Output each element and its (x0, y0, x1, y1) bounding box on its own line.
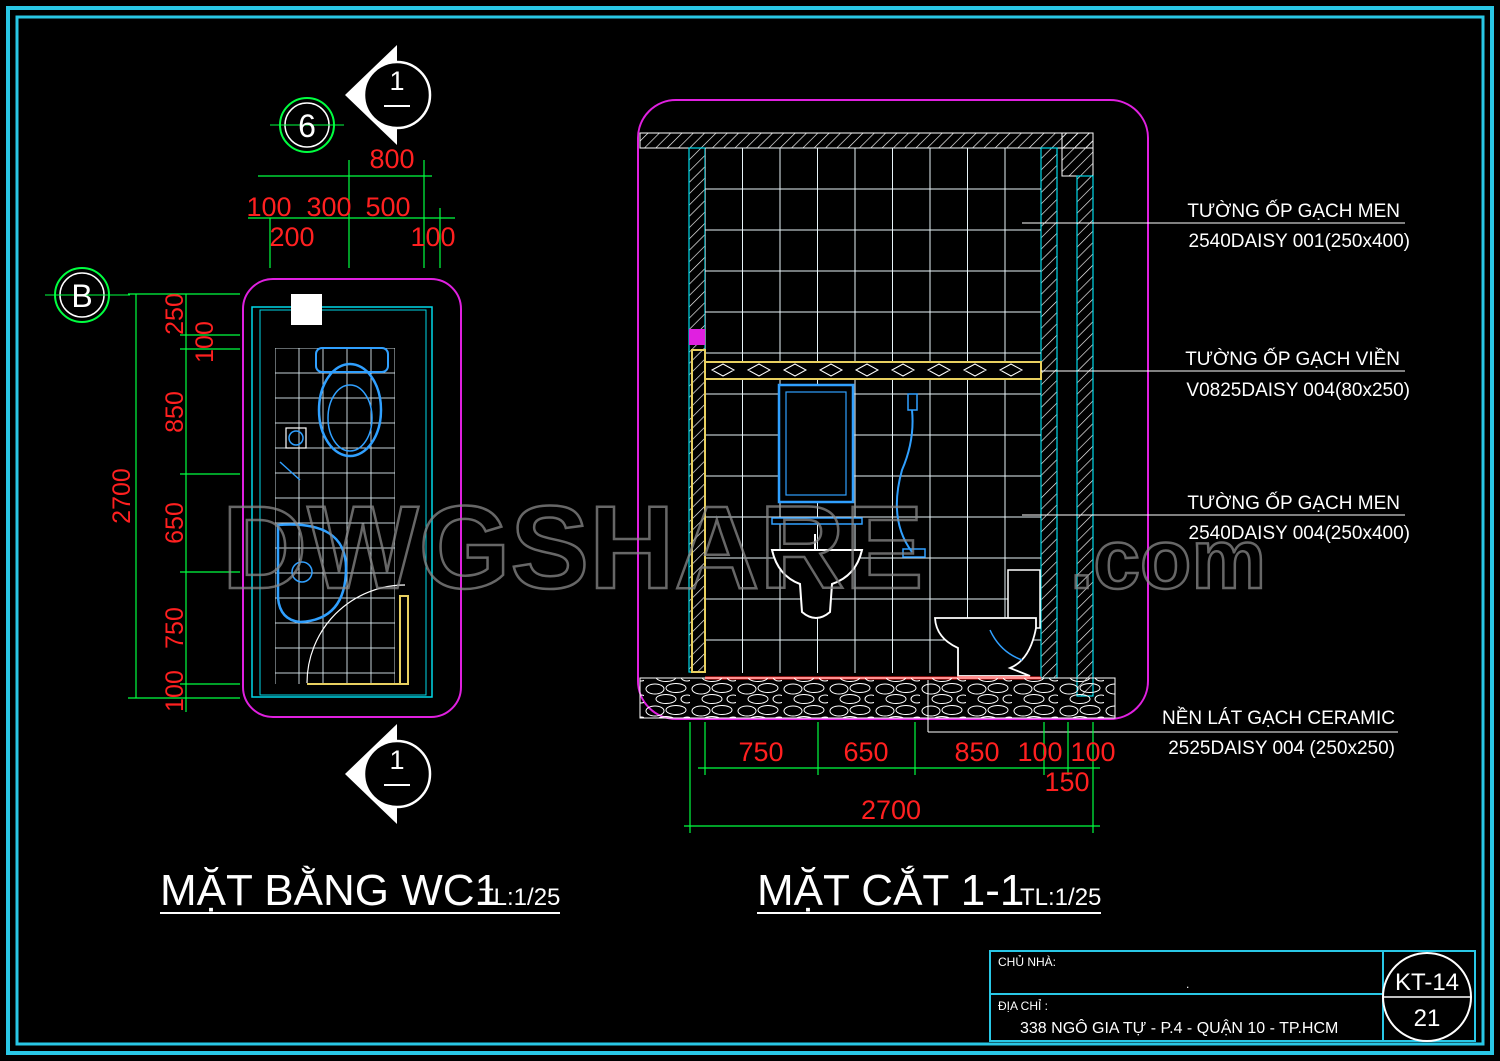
plan-dims-left (128, 293, 240, 712)
section-mark-top: 1 (345, 45, 432, 145)
section-dims-bottom (684, 722, 1100, 833)
note-2-code: V0825DAISY 004(80x250) (1186, 380, 1410, 401)
floor-plan: 800 100 300 500 200 100 250 100 850 650 … (45, 45, 560, 915)
plan-dim-100a: 100 (246, 192, 291, 222)
plan-dim-750: 750 (161, 607, 189, 649)
svg-text:.com: .com (1070, 512, 1266, 606)
plan-floor-tiles (275, 348, 395, 684)
plan-door-swing (306, 584, 406, 684)
grid-bubble-6: 6 (270, 97, 344, 153)
section-dim-650: 650 (843, 737, 888, 767)
plan-basin (276, 461, 348, 624)
floor-drain-icon (285, 427, 307, 449)
plan-dim-500: 500 (365, 192, 410, 222)
sheet-number: 21 (1414, 1005, 1441, 1032)
note-2-title: TƯỜNG ỐP GẠCH VIỀN (1185, 348, 1400, 370)
section-door-frame (691, 349, 706, 673)
plan-dim-650: 650 (161, 502, 189, 544)
section-border-tile-band (704, 361, 1042, 380)
plan-scale: TL:1/25 (479, 884, 560, 911)
section-ceiling-slab (639, 132, 1094, 149)
section-dim-100b: 100 (1070, 737, 1115, 767)
title-block: CHỦ NHÀ: . ĐỊA CHỈ : 338 NGÔ GIA TỰ - P.… (989, 950, 1476, 1042)
sheet-frame-outer (6, 6, 1494, 1055)
plan-toilet (315, 347, 389, 458)
plan-title: MẶT BẰNG WC1 (160, 865, 499, 915)
section-mirror (777, 383, 855, 504)
sheet-code: KT-14 (1395, 969, 1459, 996)
grid-bubble-b: B (45, 267, 130, 323)
section-dim-150: 150 (1044, 767, 1089, 797)
note-4-title: NỀN LÁT GẠCH CERAMIC (1162, 707, 1395, 729)
plan-boundary (242, 278, 462, 718)
section-dim-100a: 100 (1017, 737, 1062, 767)
plan-dim-250: 250 (161, 293, 189, 335)
plan-dim-200: 200 (269, 222, 314, 252)
plan-dim-100-top: 100 (191, 321, 219, 363)
section-shelf (771, 517, 863, 525)
note-leaders (927, 222, 1405, 733)
section-dim-750: 750 (738, 737, 783, 767)
note-1-code: 2540DAISY 001(250x400) (1189, 231, 1410, 252)
note-4-code: 2525DAISY 004 (250x250) (1168, 738, 1395, 759)
section-boundary (637, 99, 1149, 720)
svg-text:B: B (71, 278, 92, 314)
section-basin (770, 534, 864, 619)
section-scale: TL:1/25 (1020, 884, 1101, 911)
section-right-wall-1 (1040, 147, 1058, 679)
svg-text:6: 6 (298, 108, 316, 144)
plan-dims-top (248, 160, 455, 268)
svg-text:1: 1 (389, 745, 404, 775)
section-beam (1061, 132, 1094, 177)
svg-text:1: 1 (389, 66, 404, 96)
watermark: DWGSHARE .com (221, 481, 1268, 616)
svg-text:DWGSHARE: DWGSHARE (222, 482, 923, 614)
address-value: 338 NGÔ GIA TỰ - P.4 - QUẬN 10 - TP.HCM (1020, 1018, 1338, 1037)
note-3-code: 2540DAISY 004(250x400) (1189, 523, 1410, 544)
note-3-title: TƯỜNG ỐP GẠCH MEN (1187, 492, 1400, 514)
section-dim-2700: 2700 (861, 795, 921, 825)
note-1-title: TƯỜNG ỐP GẠCH MEN (1187, 200, 1400, 222)
plan-dim-2700: 2700 (108, 468, 136, 524)
section-mark-bottom: 1 (345, 724, 432, 824)
section-view: TƯỜNG ỐP GẠCH MEN 2540DAISY 001(250x400)… (637, 99, 1410, 915)
section-dim-850: 850 (954, 737, 999, 767)
plan-dim-100-bottom: 100 (161, 670, 189, 712)
section-shower (895, 393, 926, 558)
plan-dim-850: 850 (161, 391, 189, 433)
plan-shaft (291, 294, 322, 325)
plan-dim-300: 300 (306, 192, 351, 222)
plan-wall-outer (251, 306, 433, 698)
sheet-frame-inner (15, 15, 1485, 1046)
section-wall-tiles (705, 148, 1041, 673)
section-floor-fill (639, 677, 1116, 719)
owner-value: . (1186, 977, 1189, 991)
owner-label: CHỦ NHÀ: (998, 954, 1056, 969)
plan-wall-inner (259, 309, 427, 696)
address-label: ĐỊA CHỈ : (998, 998, 1048, 1013)
section-right-wall-2 (1076, 175, 1094, 697)
section-toilet (934, 569, 1041, 677)
plan-dim-100b: 100 (410, 222, 455, 252)
section-door-head (689, 329, 705, 345)
plan-dim-800: 800 (369, 144, 414, 174)
section-title: MẶT CẮT 1-1 (757, 865, 1024, 915)
